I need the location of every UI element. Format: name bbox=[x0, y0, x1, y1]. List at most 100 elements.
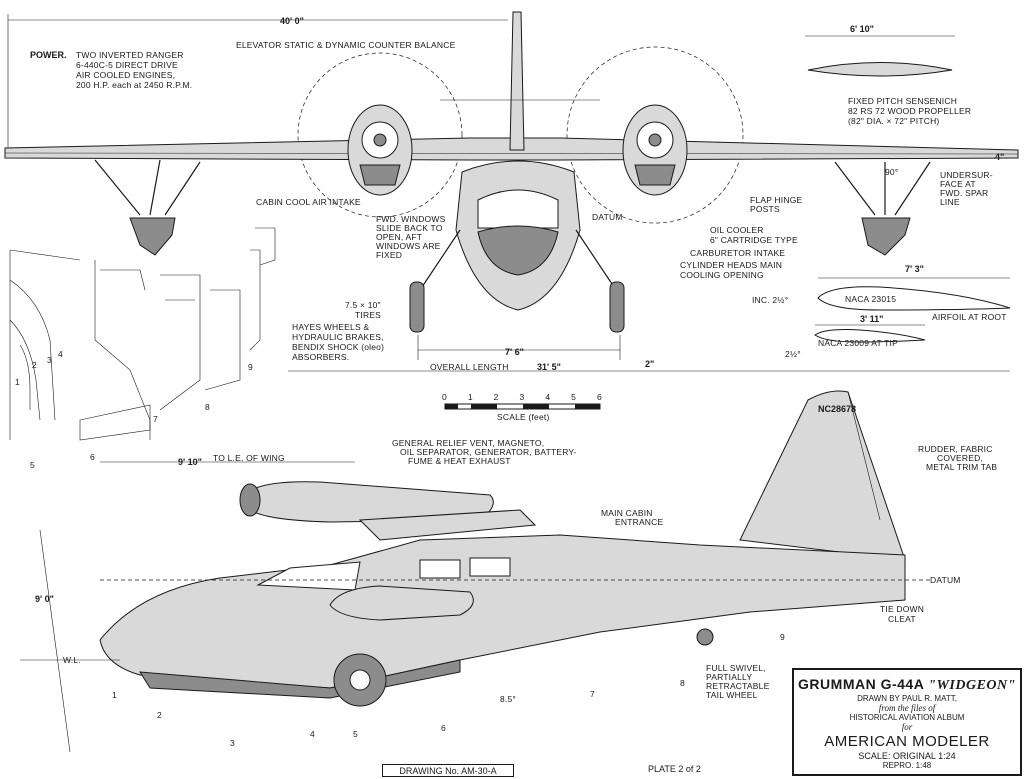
tail-wheel-line4: TAIL WHEEL bbox=[706, 690, 758, 700]
album-name: HISTORICAL AVIATION ALBUM bbox=[849, 713, 965, 722]
nose-to-le-note: TO L.E. OF WING bbox=[213, 453, 285, 463]
track-label: 7' 6" bbox=[505, 347, 524, 357]
fwd-windows-line3: OPEN, AFT bbox=[376, 232, 422, 242]
airfoil-root-label: NACA 23015 bbox=[845, 294, 896, 304]
registration-text: NC28678 bbox=[818, 404, 856, 414]
side-wing-root bbox=[358, 509, 537, 541]
left-propeller-arc bbox=[297, 52, 463, 218]
main-cabin-line2: ENTRANCE bbox=[615, 517, 663, 527]
right-wing-float bbox=[834, 161, 931, 256]
rudder-line1: RUDDER, FABRIC bbox=[918, 444, 993, 454]
carburetor-note: CARBURETOR INTAKE bbox=[690, 248, 785, 258]
tail-wheel-line2: PARTIALLY bbox=[706, 672, 752, 682]
cylinder-line1: CYLINDER HEADS MAIN bbox=[680, 260, 782, 270]
wheels-line2: HYDRAULIC BRAKES, bbox=[292, 332, 384, 342]
propeller-planform bbox=[807, 62, 953, 77]
tip-airfoil bbox=[814, 329, 926, 343]
station-8: 8 bbox=[680, 678, 685, 688]
tip-incidence-label: 2½° bbox=[785, 349, 801, 359]
power-line3: AIR COOLED ENGINES, bbox=[76, 70, 175, 80]
section-number-1: 1 bbox=[15, 377, 20, 387]
scale-original: SCALE: ORIGINAL 1:24 bbox=[858, 751, 956, 761]
root-incidence-label: INC. 2½° bbox=[752, 295, 788, 305]
tip-chord-label: 3' 11" bbox=[860, 314, 883, 324]
from-files: from the files of bbox=[878, 703, 936, 713]
elevator-note: ELEVATOR STATIC & DYNAMIC COUNTER BALANC… bbox=[236, 40, 456, 50]
power-line1: TWO INVERTED RANGER bbox=[76, 50, 184, 60]
side-tail-wheel bbox=[696, 628, 714, 646]
gear-offset-label: 2" bbox=[645, 359, 654, 369]
datum-front-label: DATUM bbox=[592, 212, 623, 222]
scale-tick-label: 0 bbox=[442, 392, 447, 402]
root-chord-label: 7' 3" bbox=[905, 264, 924, 274]
section-number-2: 2 bbox=[32, 360, 37, 370]
fwd-windows-line5: FIXED bbox=[376, 250, 402, 260]
waterline-label: W.L. bbox=[63, 655, 81, 665]
side-wing-float bbox=[329, 585, 474, 621]
station-3: 3 bbox=[230, 738, 235, 748]
power-line2: 6-440C-5 DIRECT DRIVE bbox=[76, 60, 178, 70]
section-number-7: 7 bbox=[153, 414, 158, 424]
scale-tick-label: 1 bbox=[468, 392, 473, 402]
tail-wheel-line3: RETRACTABLE bbox=[706, 681, 770, 691]
title-name: "WIDGEON" bbox=[928, 678, 1016, 693]
oil-cooler-line1: OIL COOLER bbox=[710, 225, 764, 235]
station-5: 5 bbox=[353, 729, 358, 739]
angle-90-label: 90° bbox=[885, 167, 898, 177]
root-airfoil bbox=[817, 286, 1011, 311]
left-wing-float bbox=[94, 159, 201, 256]
propeller-line2: 82 RS 72 WOOD PROPELLER bbox=[848, 106, 971, 116]
fwd-windows-line2: SLIDE BACK TO bbox=[376, 223, 443, 233]
prop-span-label: 6' 10" bbox=[850, 24, 874, 34]
magazine-name: AMERICAN MODELER bbox=[824, 733, 990, 750]
hull-cross-sections: 1 2 3 4 5 6 7 8 9 bbox=[9, 227, 276, 470]
relief-line1: GENERAL RELIEF VENT, MAGNETO, bbox=[392, 438, 544, 448]
scale-tick-label: 6 bbox=[597, 392, 602, 402]
title-model: GRUMMAN G-44A bbox=[798, 676, 924, 692]
side-tail-fin bbox=[739, 390, 906, 561]
overall-length-value: 31' 5" bbox=[537, 362, 561, 372]
cabin-cool-note: CABIN COOL AIR INTAKE bbox=[256, 197, 361, 207]
wheels-line3: BENDIX SHOCK (oleo) bbox=[292, 342, 384, 352]
relief-line2: OIL SEPARATOR, GENERATOR, BATTERY- bbox=[400, 447, 577, 457]
undersurface-line1: UNDERSUR- bbox=[940, 170, 993, 180]
airfoil-at-root-label: AIRFOIL AT ROOT bbox=[932, 312, 1007, 322]
datum-side-label: DATUM bbox=[930, 575, 961, 585]
height-dimension-line bbox=[39, 529, 71, 753]
title-block: GRUMMAN G-44A "WIDGEON" DRAWN BY PAUL R.… bbox=[792, 668, 1022, 776]
section-number-3: 3 bbox=[47, 355, 52, 365]
power-line4: 200 H.P. each at 2450 R.P.M. bbox=[76, 80, 192, 90]
main-cabin-line1: MAIN CABIN bbox=[601, 508, 653, 518]
height-label: 9' 0" bbox=[35, 594, 54, 604]
station-2: 2 bbox=[157, 710, 162, 720]
oil-cooler-line2: 6" CARTRIDGE TYPE bbox=[710, 235, 798, 245]
dihedral-4-label: 4" bbox=[995, 152, 1004, 162]
plate-number: PLATE 2 of 2 bbox=[648, 764, 701, 774]
undersurface-line2: FACE AT bbox=[940, 179, 976, 189]
left-engine-front bbox=[347, 104, 413, 196]
side-view: NC28678 W.L. 9' 0" 9' 10" TO L.E. OF WIN… bbox=[20, 390, 997, 753]
power-label: POWER. bbox=[30, 50, 67, 60]
for-label: for bbox=[901, 722, 913, 732]
station-9: 9 bbox=[780, 632, 785, 642]
section-number-5: 5 bbox=[30, 460, 35, 470]
wheels-line1: HAYES WHEELS & bbox=[292, 322, 369, 332]
tires-line2: TIRES bbox=[355, 310, 381, 320]
tail-wheel-line1: FULL SWIVEL, bbox=[706, 663, 766, 673]
scale-tick-label: 3 bbox=[520, 392, 525, 402]
scale-tick-label: 5 bbox=[571, 392, 576, 402]
station-4: 4 bbox=[310, 729, 315, 739]
front-view: 40' 0" bbox=[4, 11, 1019, 369]
section-number-6: 6 bbox=[90, 452, 95, 462]
front-windshield bbox=[477, 189, 559, 229]
section-number-8: 8 bbox=[205, 402, 210, 412]
front-fin bbox=[509, 11, 525, 151]
scale-tick-label: 2 bbox=[494, 392, 499, 402]
side-window-1 bbox=[419, 559, 461, 579]
side-window-2 bbox=[469, 557, 511, 577]
propeller-line1: FIXED PITCH SENSENICH bbox=[848, 96, 957, 106]
side-engine-nacelle bbox=[247, 481, 494, 523]
tie-down-line1: TIE DOWN bbox=[880, 604, 924, 614]
